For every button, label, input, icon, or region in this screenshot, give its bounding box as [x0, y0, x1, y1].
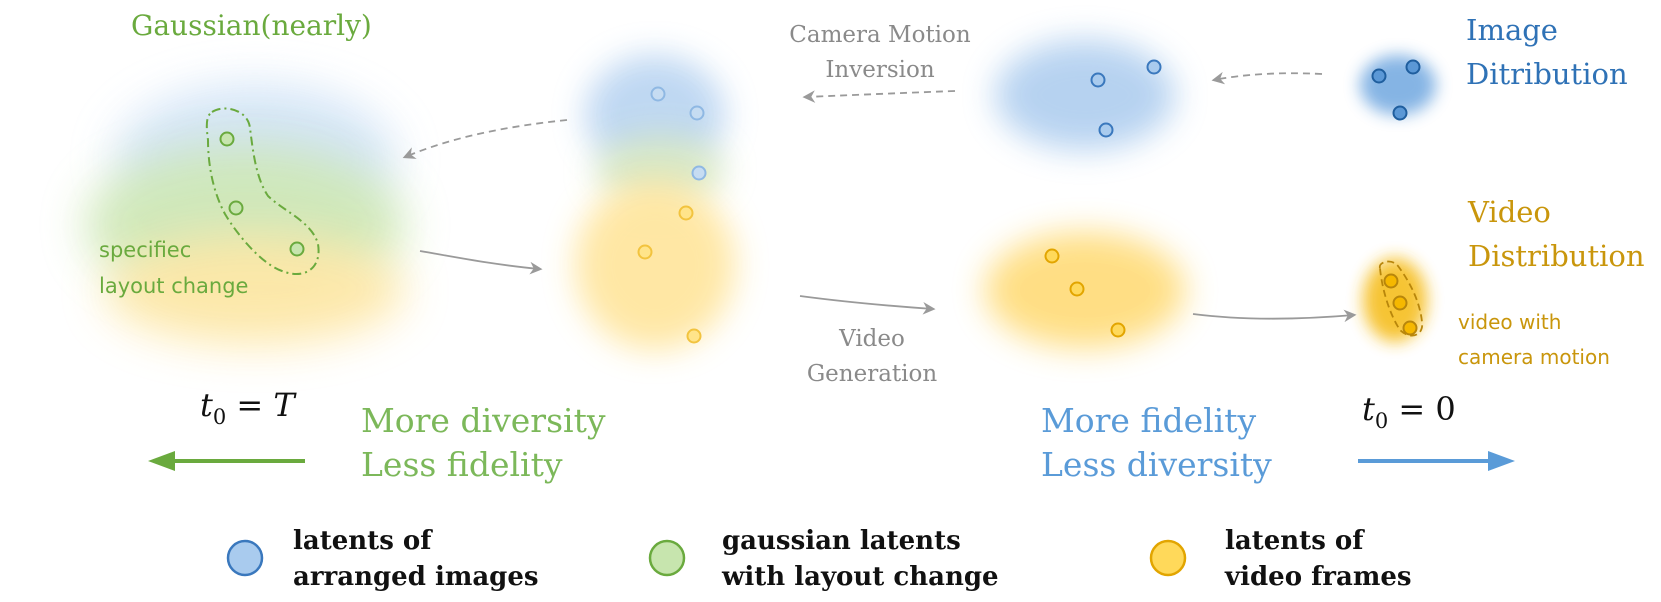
more-fidelity-label: More fidelity [1041, 401, 1256, 440]
image-distribution-label-line1: Image [1466, 13, 1558, 47]
video-camera-label-line1: video with [1458, 310, 1561, 334]
legend-label-blue-line2: arranged images [293, 562, 539, 592]
legend-label-blue-line1: latents of [293, 526, 433, 556]
arrow-generation [799, 295, 936, 315]
legend-swatch-green [648, 539, 686, 577]
specific-layout-label-line2: layout change [99, 274, 248, 298]
t0-equals-0: t0 = 0 [1362, 390, 1456, 433]
legend-label-yellow-line2: video frames [1224, 562, 1412, 592]
legend-label-yellow-line1: latents of [1225, 526, 1365, 556]
specific-layout-label-line1: specifiec [99, 238, 191, 262]
video-latents [1383, 273, 1418, 336]
video-generation-label-line2: Generation [807, 361, 938, 387]
arrow-to-gaussian [402, 119, 568, 159]
legend: latents of arranged images gaussian late… [226, 526, 1412, 592]
green-latents [219, 131, 305, 257]
t0-equals-T: t0 = T [200, 386, 297, 429]
more-diversity-label: More diversity [361, 401, 606, 440]
legend-item-green: gaussian latents with layout change [648, 526, 999, 592]
legend-label-green-line1: gaussian latents [722, 526, 961, 556]
legend-item-blue: latents of arranged images [226, 526, 539, 592]
image-mid-distribution-cloud [995, 40, 1175, 150]
video-distribution-label-line1: Video [1467, 195, 1551, 229]
arrow-inversion [802, 90, 956, 103]
flow-arrows [402, 71, 1357, 323]
arrow-gaussian-to-mid [419, 250, 543, 275]
legend-swatch-yellow [1149, 539, 1187, 577]
gaussian-distribution-cloud [85, 85, 405, 345]
less-diversity-label: Less diversity [1041, 445, 1272, 484]
video-cluster-contour [1379, 260, 1423, 337]
video-generation-label-line1: Video [838, 326, 905, 352]
legend-swatch-blue [226, 539, 264, 577]
layout-change-contour [205, 107, 320, 275]
gaussian-title: Gaussian(nearly) [131, 9, 372, 42]
image-mid-latents [1090, 59, 1162, 138]
image-distribution-label-line2: Ditribution [1466, 57, 1628, 91]
camera-motion-label-line1: Camera Motion [789, 22, 971, 48]
video-mid-latents [1044, 248, 1126, 338]
arrow-image-to-mid [1211, 71, 1323, 85]
arrow-video-to-final [1192, 309, 1357, 323]
video-camera-label-line2: camera motion [1458, 345, 1610, 369]
video-mid-distribution-cloud [985, 232, 1185, 348]
middle-distribution-cloud [575, 55, 735, 350]
left-direction-arrow [148, 451, 305, 471]
video-distribution-label-line2: Distribution [1468, 239, 1645, 273]
legend-label-green-line2: with layout change [721, 562, 999, 592]
camera-motion-label-line2: Inversion [825, 57, 935, 83]
less-fidelity-label: Less fidelity [361, 445, 563, 484]
middle-latents [637, 86, 707, 344]
right-direction-arrow [1358, 451, 1515, 471]
legend-item-yellow: latents of video frames [1149, 526, 1412, 592]
image-latents [1371, 59, 1421, 121]
